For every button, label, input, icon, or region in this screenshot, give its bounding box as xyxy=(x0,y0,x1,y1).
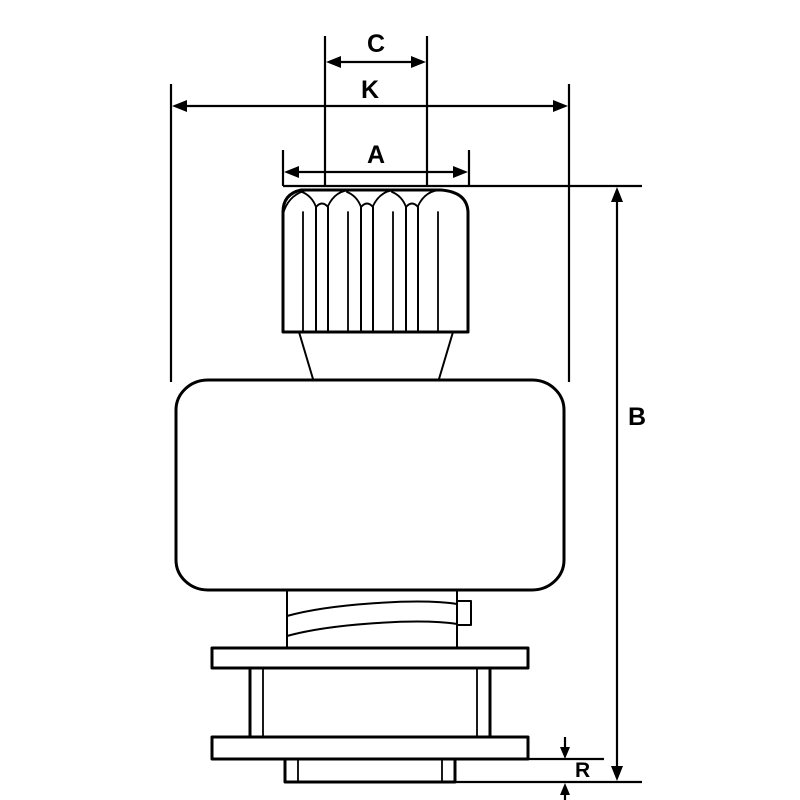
dim-r-arrowhead-top xyxy=(560,747,570,759)
spline-right-tab xyxy=(456,600,472,626)
pinion-gear xyxy=(281,188,470,380)
helical-spline xyxy=(286,589,472,649)
bottom-hub xyxy=(283,757,457,784)
dim-label-r: R xyxy=(575,759,590,782)
dim-b-arrowhead-top xyxy=(611,187,623,202)
dim-a-arrowhead-right xyxy=(453,166,468,178)
hub-inner-edges xyxy=(297,758,443,783)
upper-collar-outline xyxy=(210,646,530,670)
dimension-r: R xyxy=(528,737,604,800)
dim-c-arrowhead-left xyxy=(326,56,341,68)
gear-tooth-slots xyxy=(315,202,419,332)
dimension-k: K xyxy=(169,76,571,382)
cylinder-inner-edges xyxy=(262,667,478,738)
dim-k-extension-lines xyxy=(169,84,571,382)
cylinder-sides xyxy=(248,666,492,739)
spline-edges xyxy=(286,589,458,649)
middle-cylinder xyxy=(248,666,492,739)
dimension-b: B xyxy=(283,184,646,784)
dim-a-extension-lines xyxy=(281,150,471,186)
dimension-a: A xyxy=(281,141,471,186)
dim-label-a: A xyxy=(367,141,385,169)
body-outline xyxy=(174,378,566,592)
drive-body xyxy=(174,378,566,592)
dim-c-arrowhead-right xyxy=(411,56,426,68)
hub-outline xyxy=(283,757,457,784)
gear-tooth-face-lines xyxy=(302,211,439,332)
dim-a-arrowhead-left xyxy=(284,166,299,178)
dim-k-arrowhead-right xyxy=(553,100,568,112)
upper-collar xyxy=(210,646,530,670)
dim-label-c: C xyxy=(367,30,385,58)
dimension-c: C xyxy=(323,30,429,186)
dim-k-arrowhead-left xyxy=(172,100,187,112)
gear-neck-taper xyxy=(298,331,454,380)
dim-c-extension-lines xyxy=(323,36,429,186)
spline-thread-curves xyxy=(286,600,458,637)
dim-r-arrowhead-bottom xyxy=(560,783,570,795)
lower-collar xyxy=(210,735,530,761)
lower-collar-outline xyxy=(210,735,530,761)
dim-b-arrowhead-bottom xyxy=(611,766,623,781)
dim-label-k: K xyxy=(361,76,379,104)
gear-outline xyxy=(281,188,470,334)
gear-chamfer-curls xyxy=(282,189,445,215)
dim-label-b: B xyxy=(628,403,646,431)
